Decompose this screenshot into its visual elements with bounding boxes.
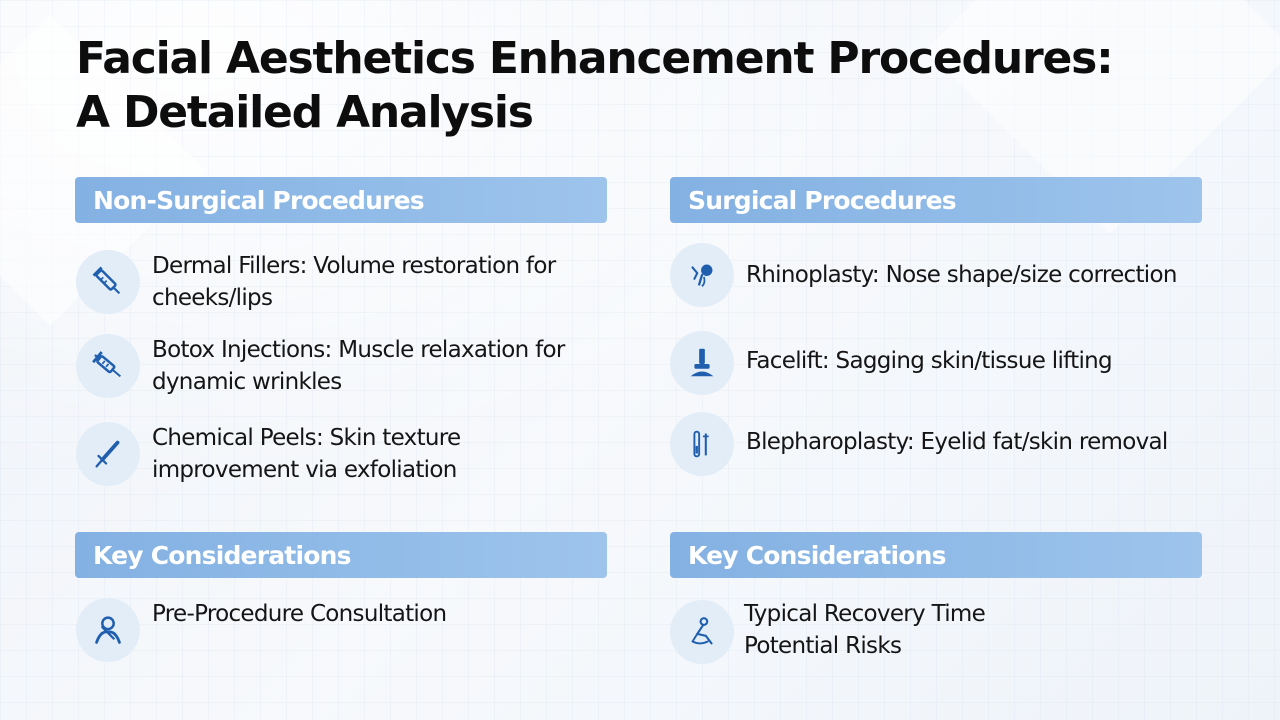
list-item-text: Dermal Fillers: Volume restoration for c… bbox=[152, 250, 556, 314]
list-item-line: dynamic wrinkles bbox=[152, 369, 342, 395]
list-item-text: Chemical Peels: Skin texture improvement… bbox=[152, 422, 461, 486]
list-item-text: Facelift: Sagging skin/tissue lifting bbox=[746, 345, 1113, 377]
list-item: Typical Recovery Time Potential Risks bbox=[670, 598, 986, 664]
eyelid-icon bbox=[670, 412, 734, 476]
list-item: Dermal Fillers: Volume restoration for c… bbox=[76, 250, 556, 314]
list-item-line: Potential Risks bbox=[744, 633, 902, 659]
page-title: Facial Aesthetics Enhancement Procedures… bbox=[76, 32, 1114, 140]
list-item-line: Pre-Procedure Consultation bbox=[152, 601, 447, 627]
list-item-line: improvement via exfoliation bbox=[152, 457, 457, 483]
applicator-icon bbox=[76, 422, 140, 486]
list-item-line: Rhinoplasty: Nose shape/size correction bbox=[746, 262, 1177, 288]
list-item: Botox Injections: Muscle relaxation for … bbox=[76, 334, 565, 398]
list-item-line: Typical Recovery Time bbox=[744, 601, 986, 627]
section-header-key-considerations-right: Key Considerations bbox=[670, 532, 1202, 578]
injection-icon bbox=[76, 334, 140, 398]
list-item-line: Botox Injections: Muscle relaxation for bbox=[152, 337, 565, 363]
list-item: Facelift: Sagging skin/tissue lifting bbox=[670, 331, 1113, 395]
facelift-icon bbox=[670, 331, 734, 395]
list-item: Chemical Peels: Skin texture improvement… bbox=[76, 422, 461, 486]
list-item-line: Dermal Fillers: Volume restoration for bbox=[152, 253, 556, 279]
list-item-line: Facelift: Sagging skin/tissue lifting bbox=[746, 348, 1113, 374]
section-header-non-surgical: Non-Surgical Procedures bbox=[75, 177, 607, 223]
list-item-line: Chemical Peels: Skin texture bbox=[152, 425, 461, 451]
nose-icon bbox=[670, 243, 734, 307]
list-item: Pre-Procedure Consultation bbox=[76, 598, 447, 662]
recovery-icon bbox=[670, 600, 734, 664]
list-item-line: Blepharoplasty: Eyelid fat/skin removal bbox=[746, 429, 1168, 455]
syringe-icon bbox=[76, 250, 140, 314]
list-item-text: Pre-Procedure Consultation bbox=[152, 598, 447, 630]
list-item-text: Botox Injections: Muscle relaxation for … bbox=[152, 334, 565, 398]
section-header-key-considerations-left: Key Considerations bbox=[75, 532, 607, 578]
list-item-text: Typical Recovery Time Potential Risks bbox=[744, 598, 986, 662]
consultation-icon bbox=[76, 598, 140, 662]
list-item-text: Rhinoplasty: Nose shape/size correction bbox=[746, 259, 1177, 291]
page-title-line-1: Facial Aesthetics Enhancement Procedures… bbox=[76, 33, 1114, 84]
page-title-line-2: A Detailed Analysis bbox=[76, 87, 534, 138]
list-item-text: Blepharoplasty: Eyelid fat/skin removal bbox=[746, 426, 1168, 458]
list-item-line: cheeks/lips bbox=[152, 285, 273, 311]
section-header-surgical: Surgical Procedures bbox=[670, 177, 1202, 223]
list-item: Blepharoplasty: Eyelid fat/skin removal bbox=[670, 412, 1168, 476]
list-item: Rhinoplasty: Nose shape/size correction bbox=[670, 243, 1177, 307]
